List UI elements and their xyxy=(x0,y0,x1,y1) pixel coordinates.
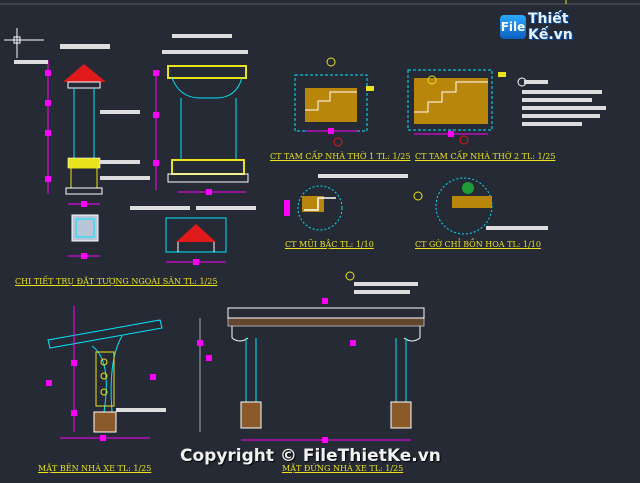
stair-nosing-detail xyxy=(284,174,408,231)
label-mat-dung: MẶT ĐỨNG NHÀ XE TL: 1/25 xyxy=(282,464,404,473)
statue-column-detail xyxy=(14,44,150,259)
pedestal-detail xyxy=(130,206,256,265)
label-mui-bac: CT MŨI BẬC TL: 1/10 xyxy=(285,240,374,249)
flower-box-detail xyxy=(413,177,548,235)
column-capital-section xyxy=(153,34,249,195)
label-tam-cap-1: CT TAM CẤP NHÀ THỜ 1 TL: 1/25 xyxy=(270,152,411,161)
copyright-watermark: Copyright © FileThietKe.vn xyxy=(180,446,441,466)
carport-front-elevation xyxy=(197,271,425,443)
label-tam-cap-2: CT TAM CẤP NHÀ THỜ 2 TL: 1/25 xyxy=(415,152,556,161)
crosshair-cursor-icon xyxy=(4,28,44,58)
carport-side-elevation xyxy=(46,306,166,441)
watermark-logo: File Thiết Kế.vn xyxy=(500,11,618,43)
step-detail-2 xyxy=(407,69,606,145)
label-mat-ben: MẶT BÊN NHÀ XE TL: 1/25 xyxy=(38,464,152,473)
logo-text: Thiết Kế.vn xyxy=(527,11,573,43)
step-detail-1 xyxy=(294,57,374,147)
label-go-chi: CT GỜ CHỈ BỒN HOA TL: 1/10 xyxy=(415,240,541,249)
logo-mark-icon: File xyxy=(500,15,526,39)
label-tru-dat-tuong: CHI TIẾT TRỤ ĐẶT TƯỢNG NGOÀI SÂN TL: 1/2… xyxy=(15,277,218,286)
